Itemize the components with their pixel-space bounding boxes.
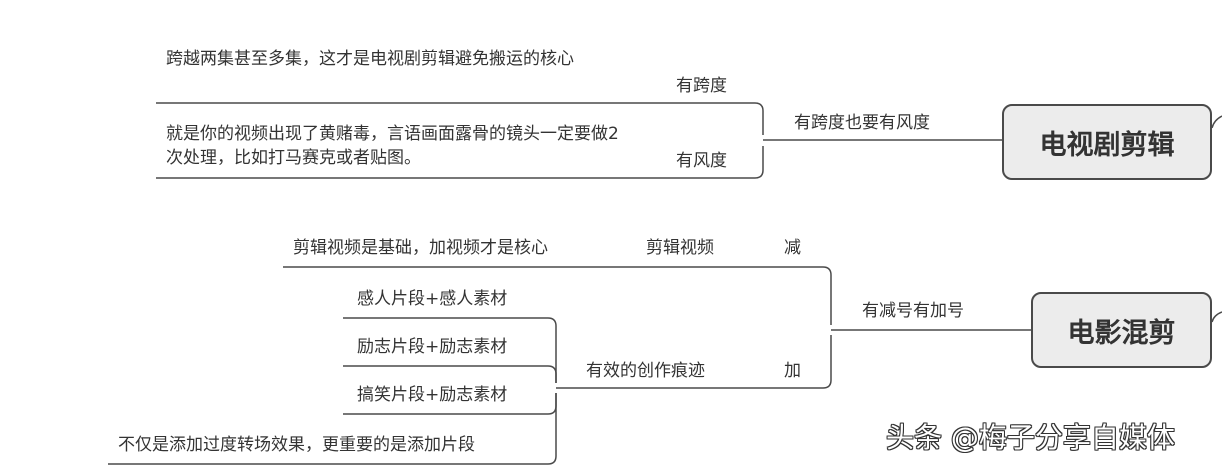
movie-branch-label: 有减号有加号 xyxy=(862,301,964,321)
tv-branch-label: 有跨度也要有风度 xyxy=(794,113,930,133)
movie-minus-label: 减 xyxy=(784,238,801,258)
movie-minus-note: 剪辑视频是基础，加视频才是核心 xyxy=(293,238,548,258)
movie-plus-sub: 有效的创作痕迹 xyxy=(586,361,705,381)
movie-root-node: 电影混剪 xyxy=(1031,292,1212,368)
movie-plus-label: 加 xyxy=(784,361,801,381)
connector-plus-item-4 xyxy=(108,393,557,465)
movie-minus-sub: 剪辑视频 xyxy=(646,238,714,258)
plus-item-1: 感人片段+感人素材 xyxy=(357,289,508,309)
connector-tv-grace xyxy=(156,146,764,179)
connector-tv-span xyxy=(156,102,764,135)
watermark: 头条 @梅子分享自媒体 xyxy=(886,421,1175,454)
tv-grace-note: 就是你的视频出现了黄赌毒，言语画面露骨的镜头一定要做2次处理，比如打马赛克或者贴… xyxy=(166,124,619,168)
tv-grace-label: 有风度 xyxy=(676,151,727,171)
connector-movie-minus xyxy=(283,266,832,325)
tv-root-node: 电视剧剪辑 xyxy=(1002,104,1212,180)
plus-item-4: 不仅是添加过度转场效果，更重要的是添加片段 xyxy=(118,435,475,455)
tv-span-note: 跨越两集甚至多集，这才是电视剧剪辑避免搬运的核心 xyxy=(166,49,574,69)
connector-plus-item-1 xyxy=(343,317,557,383)
connector-movie-root-out xyxy=(1211,311,1222,323)
connector-movie-plus xyxy=(556,335,832,389)
connector-tv-root-out xyxy=(1211,115,1222,129)
connector-plus-item-2 xyxy=(343,365,557,383)
plus-item-3: 搞笑片段+励志素材 xyxy=(357,385,508,405)
plus-item-2: 励志片段+励志素材 xyxy=(357,337,508,357)
tv-span-label: 有跨度 xyxy=(676,76,727,96)
